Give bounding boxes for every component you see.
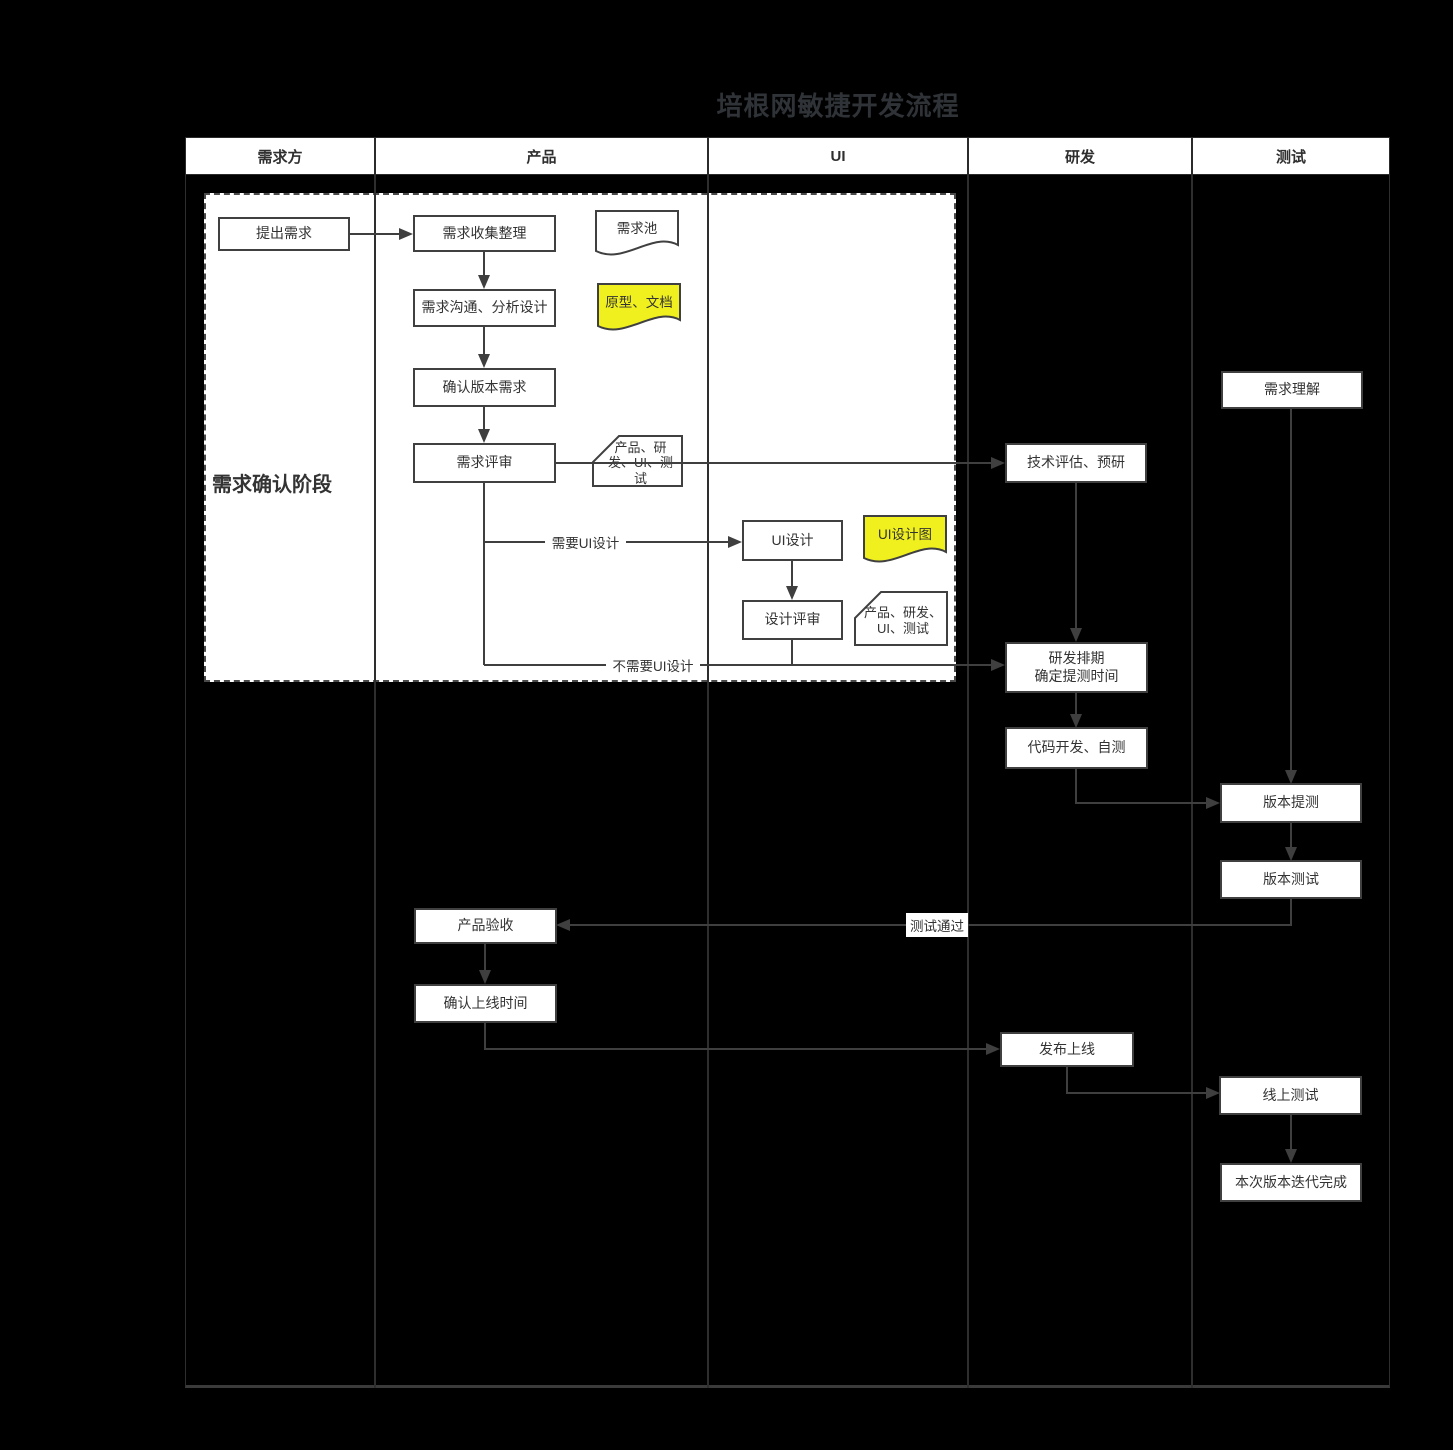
edge-label-no-ui-design: 不需要UI设计 [606,654,700,676]
node-dev-scheduling: 研发排期 确定提测时间 [1005,642,1148,693]
node-confirm-launch-time: 确认上线时间 [414,984,557,1023]
node-raise-requirement: 提出需求 [218,217,350,251]
phase-label: 需求确认阶段 [212,474,332,496]
lane-header-rnd: 研发 [968,137,1192,175]
lane-header-product: 产品 [375,137,708,175]
lane-divider [967,137,969,1388]
doc-ui-design-drawing: UI设计图 [862,514,948,568]
lane-divider [1191,137,1193,1388]
node-requirement-understanding: 需求理解 [1221,371,1363,409]
node-submit-for-test: 版本提测 [1220,783,1362,823]
node-product-acceptance: 产品验收 [414,908,557,944]
lane-divider [707,137,709,1388]
node-communicate-analyze-design: 需求沟通、分析设计 [413,289,556,327]
node-design-review: 设计评审 [742,600,843,640]
node-collect-requirements: 需求收集整理 [413,215,556,252]
node-version-test: 版本测试 [1220,860,1362,899]
node-coding-selftest: 代码开发、自测 [1005,727,1148,769]
lane-header-ui: UI [708,137,968,175]
node-ui-design: UI设计 [742,520,843,561]
doc-prototype-documents: 原型、文档 [596,282,682,336]
node-requirement-review: 需求评审 [413,443,556,483]
lane-header-test: 测试 [1192,137,1390,175]
page-title: 培根网敏捷开发流程 [716,91,960,121]
node-online-test: 线上测试 [1219,1076,1362,1115]
edge-label-test-passed: 测试通过 [906,913,968,937]
node-iteration-complete: 本次版本迭代完成 [1220,1163,1362,1202]
card-review-participants-2: 产品、研发、UI、测试 [853,590,949,647]
doc-requirement-pool: 需求池 [594,209,680,261]
lane-header-requester: 需求方 [185,137,375,175]
lane-divider [374,137,376,1388]
edge-label-need-ui-design: 需要UI设计 [545,531,626,553]
node-release-launch: 发布上线 [1000,1032,1134,1067]
lane-header-row: 需求方 产品 UI 研发 测试 [185,137,1390,175]
node-tech-evaluation-preresearch: 技术评估、预研 [1005,443,1147,483]
node-confirm-version-requirements: 确认版本需求 [413,368,556,407]
